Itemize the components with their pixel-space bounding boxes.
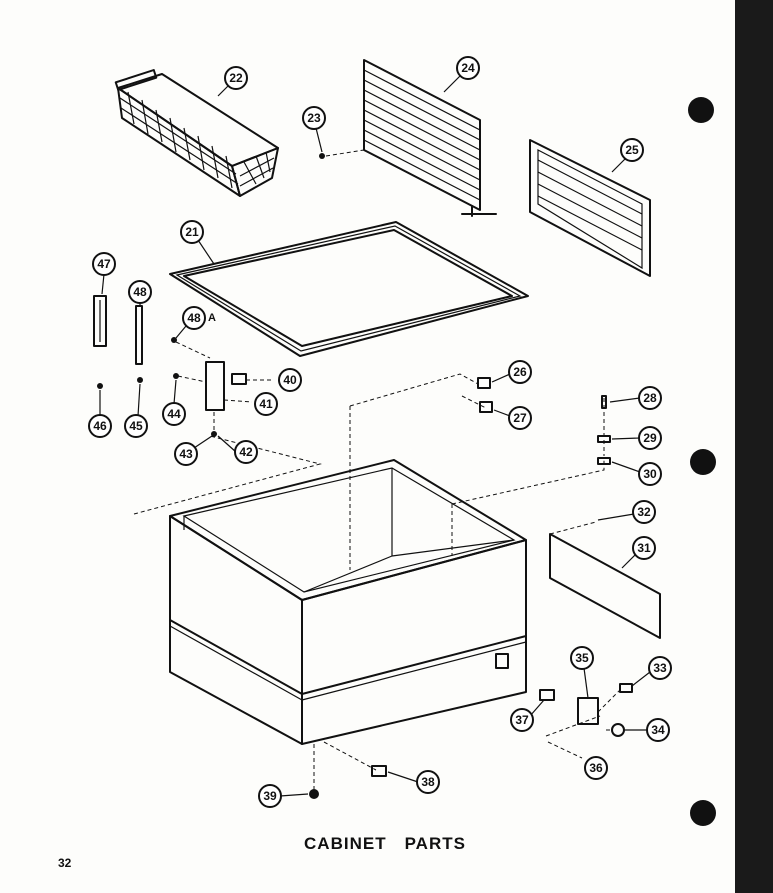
callout-34-label: 34 xyxy=(651,723,665,737)
callout-38: 38 xyxy=(387,770,440,794)
callout-23-label: 23 xyxy=(307,111,321,125)
diagram-title: CABINET PARTS xyxy=(300,834,470,854)
back-panel-part xyxy=(549,533,661,639)
callout-25-label: 25 xyxy=(625,143,639,157)
basket-part xyxy=(114,69,279,197)
callout-33: 33 xyxy=(631,656,672,687)
lid-gasket-part xyxy=(169,221,529,357)
callout-42-label: 42 xyxy=(239,445,253,459)
callout-37: 37 xyxy=(510,699,545,732)
callout-45-label: 45 xyxy=(129,419,143,433)
callout-40-label: 40 xyxy=(283,373,297,387)
callout-28: 28 xyxy=(609,386,662,410)
callout-24: 24 xyxy=(443,56,480,93)
callout-21: 21 xyxy=(180,220,215,265)
grille-rack-part xyxy=(319,59,497,217)
callout-27: 27 xyxy=(493,406,532,430)
callout-45: 45 xyxy=(124,383,148,438)
callout-31-label: 31 xyxy=(637,541,651,555)
callout-47: 47 xyxy=(92,252,116,295)
callout-28-label: 28 xyxy=(643,391,657,405)
callout-21-label: 21 xyxy=(185,225,199,239)
callout-48: 48 xyxy=(128,280,152,306)
callout-26: 26 xyxy=(491,360,532,384)
callout-48a-suffix: A xyxy=(208,312,216,324)
callout-23: 23 xyxy=(302,106,326,153)
punch-hole-middle xyxy=(690,449,716,475)
evaporator-panel-part xyxy=(529,139,651,277)
callout-41: 41 xyxy=(254,392,278,416)
title-word-cabinet: CABINET xyxy=(304,834,387,853)
callout-37-label: 37 xyxy=(515,713,529,727)
callout-33-label: 33 xyxy=(653,661,667,675)
callout-29: 29 xyxy=(611,426,662,450)
callout-24-label: 24 xyxy=(461,61,475,75)
page-number: 32 xyxy=(58,856,72,870)
callout-38-label: 38 xyxy=(421,775,435,789)
callout-43-label: 43 xyxy=(179,447,193,461)
callout-22: 22 xyxy=(217,66,248,97)
callout-36: 36 xyxy=(584,756,608,780)
callout-27-label: 27 xyxy=(513,411,527,425)
scan-edge-bar xyxy=(735,0,773,893)
callout-25: 25 xyxy=(611,138,644,173)
callout-22-label: 22 xyxy=(229,71,243,85)
cabinet-body xyxy=(133,373,605,790)
callout-42: 42 xyxy=(217,435,258,464)
callout-31: 31 xyxy=(621,536,656,569)
callout-32-label: 32 xyxy=(637,505,651,519)
callout-30-label: 30 xyxy=(643,467,657,481)
callout-34: 34 xyxy=(624,718,670,742)
callout-30: 30 xyxy=(611,461,662,486)
callout-40: 40 xyxy=(278,368,302,392)
callout-39-label: 39 xyxy=(263,789,277,803)
callout-46-label: 46 xyxy=(93,419,107,433)
callout-32: 32 xyxy=(597,500,656,524)
callout-41-label: 41 xyxy=(259,397,273,411)
callout-44: 44 xyxy=(162,379,186,426)
punch-hole-top xyxy=(688,97,714,123)
punch-hole-bottom xyxy=(690,800,716,826)
callout-39: 39 xyxy=(258,784,309,808)
callout-36-label: 36 xyxy=(589,761,603,775)
title-word-parts: PARTS xyxy=(404,834,466,853)
callout-35: 35 xyxy=(570,646,594,699)
callout-35-label: 35 xyxy=(575,651,589,665)
callout-48-label: 48 xyxy=(133,285,147,299)
callout-48a: 48 A xyxy=(175,306,216,339)
callout-26-label: 26 xyxy=(513,365,527,379)
callout-46: 46 xyxy=(88,390,112,438)
callout-44-label: 44 xyxy=(167,407,181,421)
callout-47-label: 47 xyxy=(97,257,111,271)
right-hardware xyxy=(309,377,633,799)
callout-43: 43 xyxy=(174,435,213,466)
callout-29-label: 29 xyxy=(643,431,657,445)
callout-48a-label: 48 xyxy=(187,311,201,325)
hinge-assembly-part xyxy=(93,295,272,437)
